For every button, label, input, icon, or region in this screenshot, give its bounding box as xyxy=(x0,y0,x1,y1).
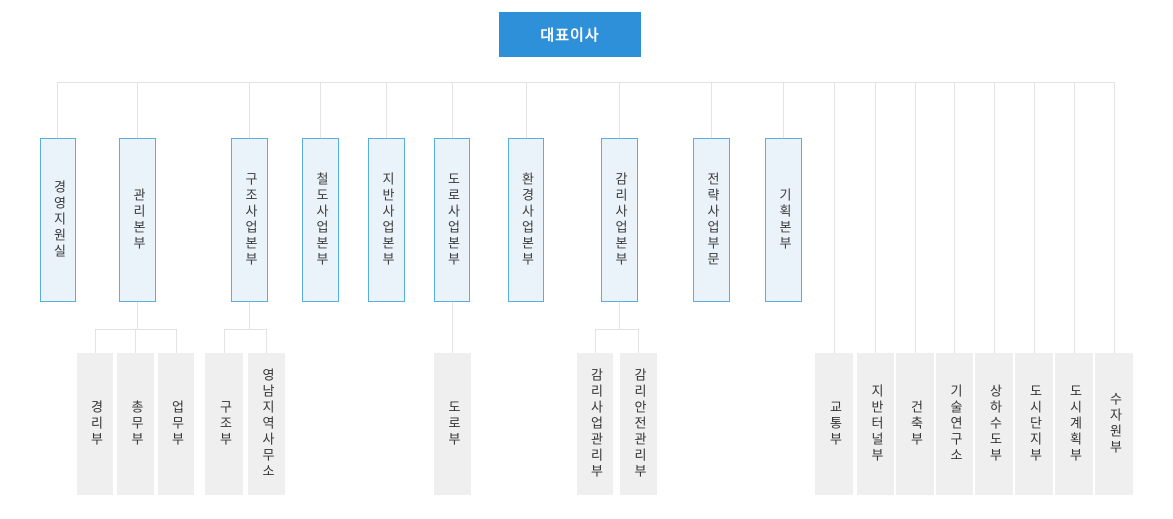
dept-box-road: 도로부 xyxy=(434,353,471,495)
division-label: 구조사업본부 xyxy=(242,172,257,268)
connector-line xyxy=(954,82,955,354)
connector-trunk-line xyxy=(57,82,1115,83)
connector-line xyxy=(595,329,596,353)
dept-label: 도시단지부 xyxy=(1026,384,1042,464)
connector-line xyxy=(95,329,96,353)
connector-line xyxy=(526,82,527,138)
division-box-planning-hq: 기획본부 xyxy=(765,138,802,302)
dept-box-structure: 구조부 xyxy=(205,353,243,495)
division-label: 도로사업본부 xyxy=(444,172,460,268)
connector-line xyxy=(176,329,177,353)
dept-box-water-resources: 수자원부 xyxy=(1095,353,1133,495)
dept-label: 감리안전관리부 xyxy=(631,368,646,480)
dept-box-urban-planning: 도시계획부 xyxy=(1055,353,1093,495)
connector-line xyxy=(783,82,784,138)
connector-line xyxy=(137,82,138,138)
connector-line xyxy=(224,329,225,353)
dept-box-accounting: 경리부 xyxy=(77,353,113,495)
connector-line xyxy=(386,82,387,138)
division-label: 경영지원실 xyxy=(50,180,66,260)
connector-line xyxy=(711,82,712,138)
dept-box-supervision-project-mgmt: 감리사업관리부 xyxy=(577,353,613,495)
division-box-structure-hq: 구조사업본부 xyxy=(231,138,268,302)
dept-label: 상하수도부 xyxy=(986,384,1002,464)
dept-box-urban-complex: 도시단지부 xyxy=(1015,353,1053,495)
ceo-box: 대표이사 xyxy=(499,12,641,57)
connector-line xyxy=(1034,82,1035,354)
dept-label: 도시계획부 xyxy=(1066,384,1082,464)
connector-line xyxy=(619,82,620,138)
dept-label: 업무부 xyxy=(168,400,184,448)
division-box-geotech-hq: 지반사업본부 xyxy=(368,138,405,302)
connector-line xyxy=(320,82,321,138)
dept-box-geotech-tunnel: 지반터널부 xyxy=(857,353,894,495)
division-label: 전략사업부문 xyxy=(704,172,719,268)
division-label: 지반사업본부 xyxy=(379,172,394,268)
dept-box-supervision-safety-mgmt: 감리안전관리부 xyxy=(620,353,657,495)
connector-line xyxy=(452,302,453,353)
connector-line xyxy=(224,329,267,330)
division-label: 기획본부 xyxy=(776,188,791,252)
dept-box-general-affairs: 총무부 xyxy=(117,353,154,495)
dept-box-water-sewage: 상하수도부 xyxy=(975,353,1013,495)
dept-label: 총무부 xyxy=(128,400,143,448)
division-box-road-hq: 도로사업본부 xyxy=(434,138,470,302)
ceo-label: 대표이사 xyxy=(540,26,600,44)
division-box-railway-hq: 철도사업본부 xyxy=(302,138,339,302)
division-label: 감리사업본부 xyxy=(612,172,627,268)
connector-line xyxy=(619,302,620,329)
division-box-business-support-office: 경영지원실 xyxy=(40,138,76,302)
dept-box-yeongnam-regional-office: 영남지역사무소 xyxy=(248,353,285,495)
division-box-environment-hq: 환경사업본부 xyxy=(508,138,544,302)
division-label: 관리본부 xyxy=(130,188,145,252)
connector-line xyxy=(915,82,916,354)
connector-line xyxy=(57,82,58,138)
division-label: 환경사업본부 xyxy=(518,172,534,268)
connector-line xyxy=(1114,82,1115,354)
dept-label: 구조부 xyxy=(216,400,232,448)
dept-label: 기술연구소 xyxy=(947,384,962,464)
connector-line xyxy=(135,329,136,353)
connector-line xyxy=(1074,82,1075,354)
dept-label: 감리사업관리부 xyxy=(587,368,603,480)
division-label: 철도사업본부 xyxy=(313,172,328,268)
dept-box-tech-research-institute: 기술연구소 xyxy=(936,353,973,495)
dept-label: 영남지역사무소 xyxy=(259,368,274,480)
connector-line xyxy=(249,82,250,138)
connector-line xyxy=(994,82,995,354)
connector-line xyxy=(249,302,250,329)
connector-line xyxy=(452,82,453,138)
connector-line xyxy=(834,82,835,354)
connector-line xyxy=(875,82,876,354)
dept-label: 지반터널부 xyxy=(868,384,883,464)
division-box-management-hq: 관리본부 xyxy=(119,138,156,302)
dept-box-business-affairs: 업무부 xyxy=(158,353,194,495)
dept-label: 도로부 xyxy=(445,400,460,448)
dept-label: 경리부 xyxy=(87,400,103,448)
division-box-supervision-hq: 감리사업본부 xyxy=(601,138,638,302)
connector-line xyxy=(137,302,138,329)
dept-label: 건축부 xyxy=(907,400,923,448)
connector-line xyxy=(595,329,638,330)
connector-line xyxy=(638,329,639,353)
dept-box-architecture: 건축부 xyxy=(896,353,934,495)
division-box-strategy-division: 전략사업부문 xyxy=(693,138,730,302)
connector-line xyxy=(266,329,267,353)
dept-box-traffic: 교통부 xyxy=(815,353,853,495)
dept-label: 교통부 xyxy=(826,400,842,448)
dept-label: 수자원부 xyxy=(1106,392,1122,456)
